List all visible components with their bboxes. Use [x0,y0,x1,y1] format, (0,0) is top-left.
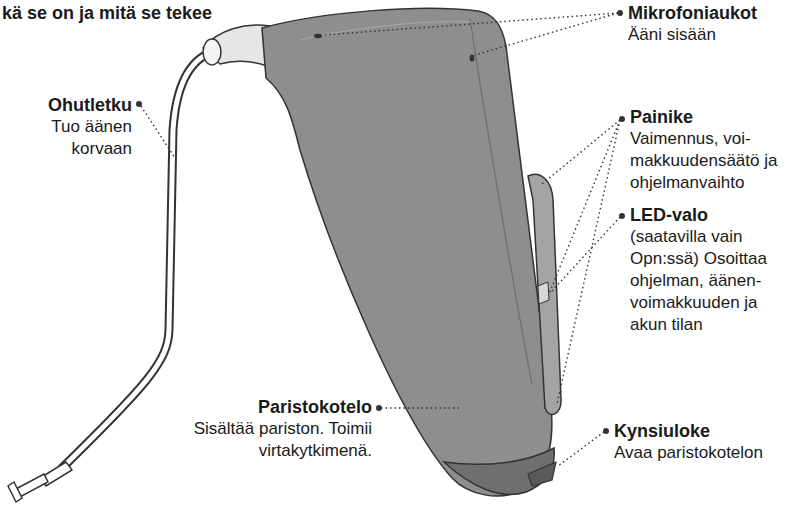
push-button [528,174,561,414]
leader-dots [136,10,625,434]
tube-tip [8,462,72,502]
part-description: Avaa paristokotelon [614,442,763,464]
led-light [538,282,549,304]
hook-end [203,39,221,65]
part-description: Ääni sisään [628,24,716,46]
part-description: Tuo äänen korvaan [22,116,132,160]
part-name: Ohutletku [2,94,132,116]
part-name: Paristokotelo [172,396,372,418]
body-highlight [300,22,470,40]
part-name: Kynsiuloke [614,420,710,442]
diagram-title: kä se on ja mitä se tekee [2,2,212,24]
body-seam [470,18,532,384]
leader-lines [141,13,620,466]
part-description: Vaimennus, voi- makkuudensäätö ja ohjelm… [630,128,798,194]
mic-hole [470,55,475,62]
part-name: Mikrofoniaukot [628,2,757,24]
mic-hole [314,34,322,38]
part-name: LED-valo [630,204,708,226]
nail-tab [528,462,556,486]
part-description: (saatavilla vain Opn:ssä) Osoittaa ohjel… [630,226,786,336]
part-name: Painike [630,106,693,128]
part-description: Sisältää pariston. Toimii virtakytkimenä… [122,418,372,462]
